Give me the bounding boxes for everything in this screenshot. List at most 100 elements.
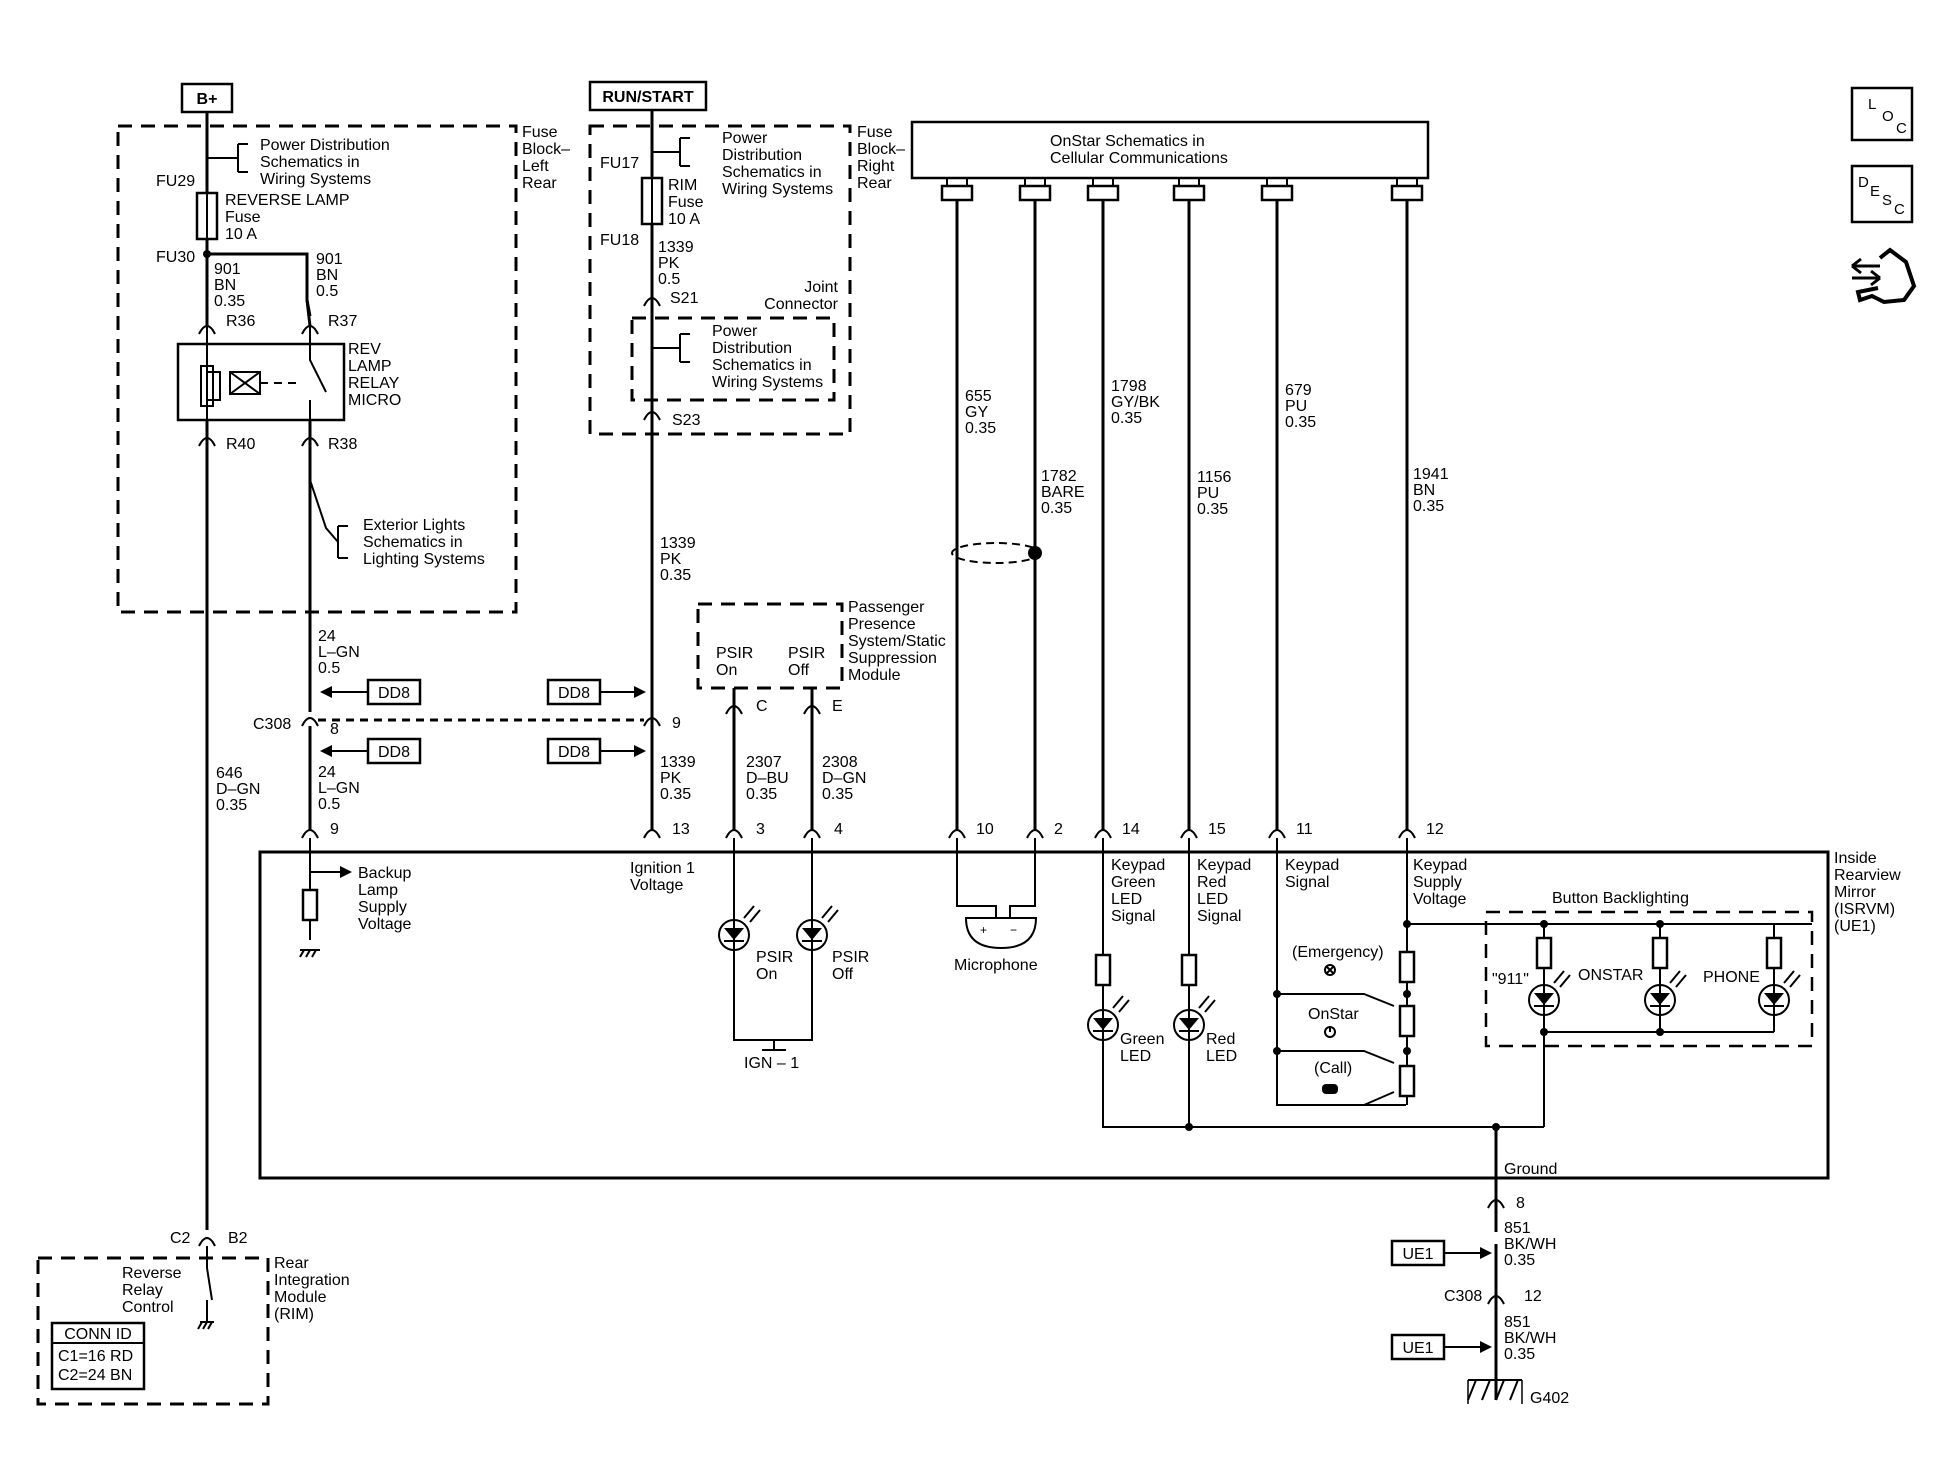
svg-text:Signal: Signal: [1197, 908, 1241, 925]
psir-off-led-label: PSIR Off: [832, 949, 869, 983]
svg-text:B+: B+: [197, 91, 218, 108]
svg-text:Signal: Signal: [1111, 908, 1155, 925]
desc-icon[interactable]: D E S C: [1850, 164, 1914, 224]
ue1-ref-2[interactable]: UE1: [1390, 1333, 1492, 1361]
conn-id-table: CONN ID C1=16 RD C2=24 BN: [50, 1321, 146, 1391]
onstar-connector-stubs: [940, 184, 1424, 202]
keypad-green-label: Keypad Green LED Signal: [1111, 857, 1165, 925]
svg-text:Rear: Rear: [522, 175, 557, 192]
svg-text:B2: B2: [228, 1230, 248, 1247]
svg-text:LED: LED: [1197, 891, 1228, 908]
psir-off-label: PSIR Off: [788, 645, 825, 679]
svg-text:15: 15: [1208, 821, 1226, 838]
svg-text:8: 8: [1516, 1195, 1525, 1212]
wrench-arrows-icon[interactable]: [1851, 247, 1917, 305]
joint-connector-label: Joint Connector: [764, 279, 838, 313]
svg-text:Rear: Rear: [274, 1255, 309, 1272]
svg-text:C: C: [1896, 120, 1907, 137]
keypad-supply-label: Keypad Supply Voltage: [1413, 857, 1467, 908]
svg-text:PU: PU: [1197, 485, 1219, 502]
svg-text:C2: C2: [170, 1230, 191, 1247]
svg-text:Distribution: Distribution: [712, 340, 792, 357]
dd8-ref-2[interactable]: DD8: [546, 678, 646, 706]
svg-text:PSIR: PSIR: [788, 645, 825, 662]
svg-text:14: 14: [1122, 821, 1140, 838]
svg-text:On: On: [716, 662, 737, 679]
wire-1156-label: 1156 PU 0.35: [1197, 469, 1232, 518]
svg-text:0.35: 0.35: [1197, 501, 1228, 518]
svg-text:12: 12: [1524, 1288, 1542, 1305]
svg-text:0.35: 0.35: [965, 420, 996, 437]
svg-text:Wiring Systems: Wiring Systems: [712, 374, 823, 391]
pdist-ref-right: Power Distribution Schematics in Wiring …: [722, 130, 833, 198]
svg-text:Passenger: Passenger: [848, 599, 925, 616]
svg-text:+: +: [980, 923, 987, 937]
svg-text:12: 12: [1426, 821, 1444, 838]
svg-text:2308: 2308: [822, 754, 858, 771]
svg-text:Block–: Block–: [522, 141, 570, 158]
svg-text:Cellular Communications: Cellular Communications: [1050, 150, 1228, 167]
wire-24-upper-label: 24 L–GN 0.5: [318, 628, 360, 677]
rim-c2-arc: [198, 1237, 216, 1247]
svg-text:Fuse: Fuse: [668, 194, 704, 211]
svg-text:Keypad: Keypad: [1111, 857, 1165, 874]
fu30-label: FU30: [156, 249, 195, 266]
svg-text:11: 11: [1296, 821, 1313, 838]
svg-text:PSIR: PSIR: [716, 645, 753, 662]
svg-text:13: 13: [672, 821, 690, 838]
psir-module-label: Passenger Presence System/Static Suppres…: [848, 599, 946, 684]
fu29-label: FU29: [156, 173, 195, 190]
dd8-ref-1[interactable]: DD8: [320, 678, 422, 706]
button-backlighting-outline: [1484, 910, 1814, 1048]
onstar-schematics-ref: OnStar Schematics in Cellular Communicat…: [910, 120, 1430, 180]
svg-text:PU: PU: [1285, 398, 1307, 415]
loc-icon[interactable]: L O C: [1850, 86, 1914, 142]
ground-c308-label: C308: [1444, 1288, 1482, 1305]
svg-text:2: 2: [1054, 821, 1063, 838]
svg-text:BK/WH: BK/WH: [1504, 1330, 1556, 1347]
svg-text:0.5: 0.5: [318, 660, 340, 677]
svg-text:−: −: [1010, 923, 1017, 937]
wire-646-label: 646 D–GN 0.35: [216, 765, 260, 814]
svg-text:0.35: 0.35: [214, 293, 245, 310]
svg-text:MICRO: MICRO: [348, 392, 401, 409]
svg-text:1339: 1339: [658, 239, 694, 256]
dd8-ref-3[interactable]: DD8: [320, 737, 422, 765]
svg-text:PK: PK: [660, 770, 682, 787]
svg-text:679: 679: [1285, 382, 1312, 399]
svg-text:0.35: 0.35: [1413, 498, 1444, 515]
svg-text:CONN ID: CONN ID: [64, 1326, 132, 1343]
svg-text:DD8: DD8: [558, 685, 590, 702]
svg-text:DD8: DD8: [378, 685, 410, 702]
rim-module-outline: [36, 1256, 270, 1406]
svg-text:Fuse: Fuse: [522, 124, 558, 141]
runstart-source: RUN/START: [588, 80, 708, 112]
wire-1339-mid-label: 1339 PK 0.35: [660, 535, 696, 584]
red-led-label: Red LED: [1206, 1031, 1237, 1065]
ignition-voltage-label: Ignition 1 Voltage: [630, 860, 695, 894]
rim-label: Rear Integration Module (RIM): [274, 1255, 350, 1323]
svg-text:Red: Red: [1197, 874, 1226, 891]
svg-text:S: S: [1882, 192, 1892, 209]
svg-text:24: 24: [318, 628, 336, 645]
svg-text:DD8: DD8: [558, 744, 590, 761]
svg-text:C: C: [756, 698, 768, 715]
pdist-ref-left: Power Distribution Schematics in Wiring …: [260, 137, 390, 188]
svg-text:D–GN: D–GN: [822, 770, 866, 787]
svg-text:Control: Control: [122, 1299, 174, 1316]
wire-1798-label: 1798 GY/BK 0.35: [1111, 378, 1160, 427]
svg-text:0.35: 0.35: [746, 786, 777, 803]
svg-text:System/Static: System/Static: [848, 633, 946, 650]
svg-text:Off: Off: [832, 966, 854, 983]
svg-text:Power: Power: [722, 130, 768, 147]
ue1-ref-1[interactable]: UE1: [1390, 1239, 1492, 1267]
svg-text:4: 4: [834, 821, 843, 838]
wire-851-lower-label: 851 BK/WH 0.35: [1504, 1314, 1556, 1363]
dd8-ref-4[interactable]: DD8: [546, 737, 646, 765]
splice-s21: [643, 297, 661, 307]
svg-text:0.35: 0.35: [1041, 500, 1072, 517]
wire-901-left-label: 901 BN 0.35: [214, 261, 245, 310]
svg-text:BN: BN: [214, 277, 236, 294]
svg-text:PSIR: PSIR: [832, 949, 869, 966]
svg-text:851: 851: [1504, 1314, 1531, 1331]
